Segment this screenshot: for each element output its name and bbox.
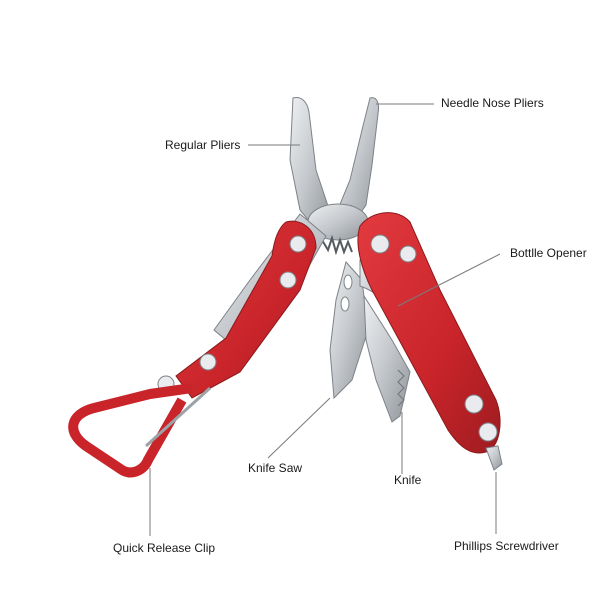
label-needle-nose-pliers: Needle Nose Pliers	[441, 96, 544, 110]
leader-knife-saw	[267, 397, 331, 459]
left-handle	[157, 213, 327, 399]
knife-saw-blade	[329, 260, 369, 400]
right-handle	[357, 212, 501, 454]
spring	[321, 234, 353, 256]
label-bottle-opener: Bottlle Opener	[510, 246, 587, 260]
label-knife-saw: Knife Saw	[248, 461, 303, 475]
label-phillips-screwdriver: Phillips Screwdriver	[454, 539, 559, 553]
label-regular-pliers: Regular Pliers	[165, 138, 241, 152]
leader-lines	[149, 103, 501, 536]
label-knife: Knife	[394, 473, 422, 487]
knife-blade	[363, 294, 411, 423]
quick-release-clip	[68, 383, 212, 478]
leader-bottle-opener	[397, 253, 501, 307]
label-quick-release-clip: Quick Release Clip	[113, 541, 216, 555]
phillips-screwdriver-tip	[485, 445, 503, 471]
